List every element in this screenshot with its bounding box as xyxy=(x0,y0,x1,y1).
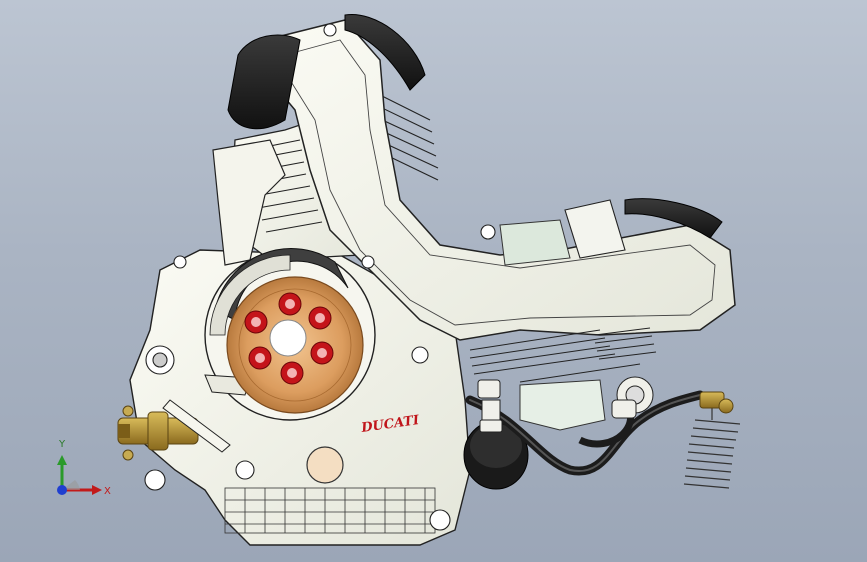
right-brass-fitting xyxy=(699,391,734,414)
clutch-center-hub xyxy=(269,319,307,357)
drain-plug xyxy=(306,446,344,484)
z-axis-cone xyxy=(62,480,80,490)
spring xyxy=(683,405,741,489)
x-axis-label: X xyxy=(104,486,111,497)
sump-ribs xyxy=(224,487,436,534)
orientation-triad: Y X xyxy=(40,435,130,515)
cylinder-fins-horizontal xyxy=(469,327,657,383)
banjo-fittings xyxy=(477,376,654,433)
shift-linkage xyxy=(162,399,231,453)
mounting-holes xyxy=(144,23,496,531)
y-axis-label: Y xyxy=(59,439,66,450)
belt-cover-vertical xyxy=(264,19,736,341)
z-axis-dot xyxy=(57,485,67,495)
housing-lower xyxy=(519,379,606,431)
master-cylinder xyxy=(117,405,199,461)
coolant-housing xyxy=(499,219,571,266)
cam-cover-rear xyxy=(227,34,301,130)
cam-cover-top xyxy=(344,13,426,91)
cam-cover-front xyxy=(624,198,723,239)
front-cylinder-head xyxy=(564,199,626,259)
intake-runner xyxy=(212,139,286,266)
